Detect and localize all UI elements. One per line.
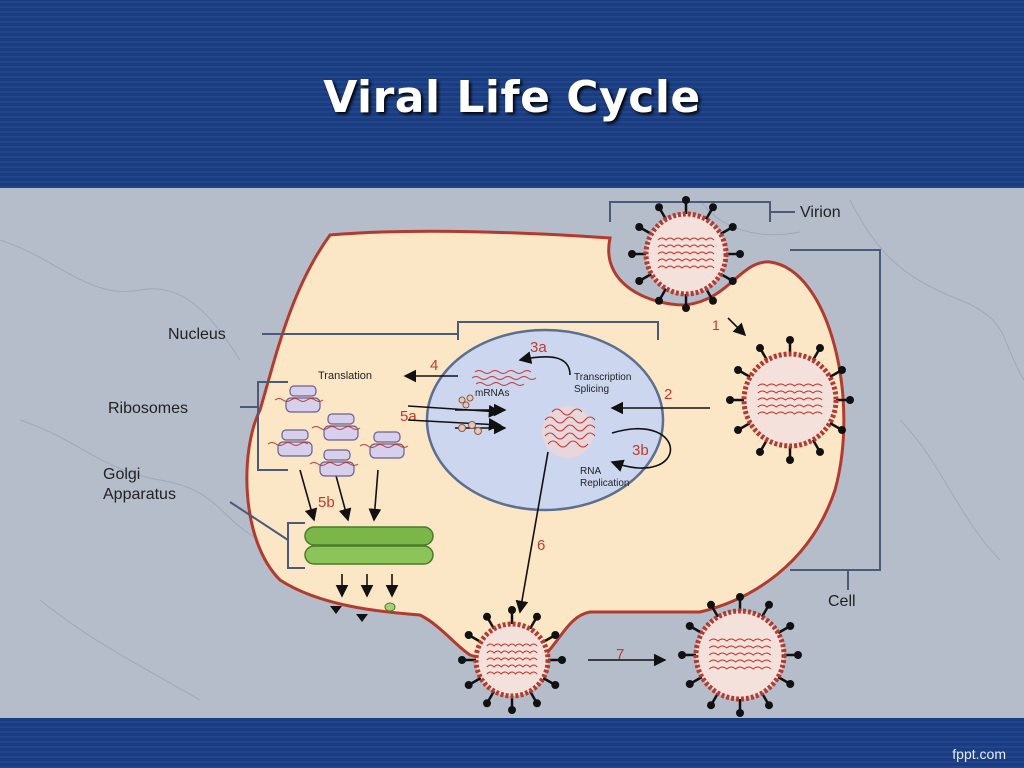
title-bar: Viral Life Cycle xyxy=(0,0,1024,188)
transcription-label: Transcription xyxy=(574,372,631,383)
golgi-label-line2: Apparatus xyxy=(103,486,176,503)
mrna-strands xyxy=(471,370,537,386)
virion-label: Virion xyxy=(800,204,841,221)
cell-label: Cell xyxy=(828,593,856,610)
golgi-label-line1: Golgi xyxy=(103,466,140,483)
viral-proteins xyxy=(458,394,482,435)
ribosome-mrna xyxy=(267,398,409,466)
rna-label: RNA xyxy=(580,466,601,477)
virion-budding xyxy=(458,606,566,714)
diagram-panel: Virion Nucleus Ribosomes Golgi Apparatus… xyxy=(0,188,1024,718)
nucleus-label: Nucleus xyxy=(168,326,226,343)
slide-title: Viral Life Cycle xyxy=(323,72,701,123)
ribosomes xyxy=(277,385,405,477)
virions xyxy=(458,196,854,717)
step-5a-label: 5a xyxy=(400,408,417,425)
ribosomes-label: Ribosomes xyxy=(108,400,188,417)
step-6-label: 6 xyxy=(537,537,545,554)
replicating-genome xyxy=(542,406,596,458)
viral-life-cycle-diagram: Virion Nucleus Ribosomes Golgi Apparatus… xyxy=(0,196,1024,717)
brand-text: fppt.com xyxy=(952,746,1006,762)
step-2-label: 2 xyxy=(664,386,672,403)
label-brackets xyxy=(229,201,881,590)
footer-bar: fppt.com xyxy=(0,718,1024,768)
step-7-label: 7 xyxy=(616,646,624,663)
step-5b-label: 5b xyxy=(318,494,335,511)
virion-released xyxy=(678,593,802,717)
process-arrows xyxy=(299,317,747,667)
step-4-label: 4 xyxy=(430,357,438,374)
replication-label: Replication xyxy=(580,478,629,489)
golgi-apparatus xyxy=(304,526,434,565)
virion-endocytosed xyxy=(726,336,854,464)
replication-loop-arrow xyxy=(610,427,672,472)
step-3b-label: 3b xyxy=(632,442,649,459)
background-texture xyxy=(0,199,1024,701)
splicing-label: Splicing xyxy=(574,384,609,395)
step-3a-label: 3a xyxy=(530,339,547,356)
mrnas-label: mRNAs xyxy=(475,388,509,399)
membrane-proteins xyxy=(330,602,396,622)
translation-label: Translation xyxy=(318,370,372,382)
step-1-label: 1 xyxy=(712,317,720,333)
virion-entering xyxy=(628,196,744,312)
